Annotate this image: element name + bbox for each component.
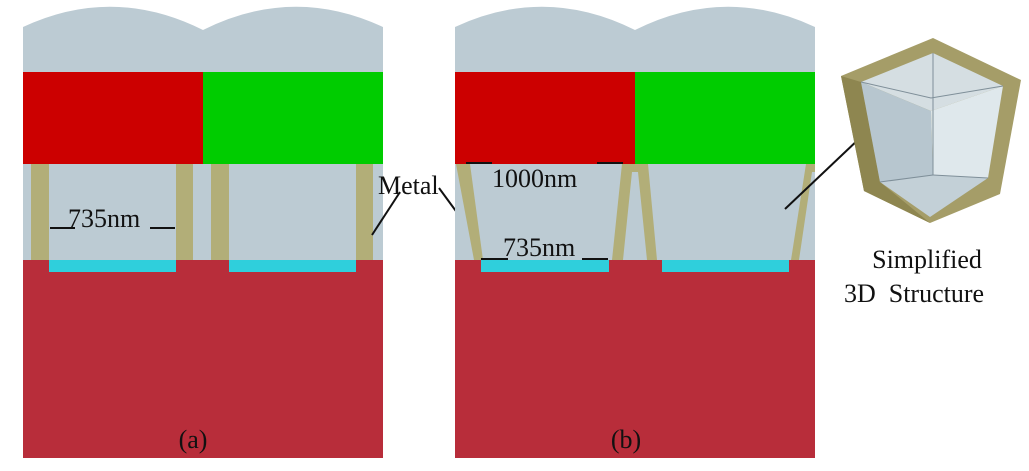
photodiode — [662, 260, 789, 272]
green-color-filter — [203, 72, 383, 164]
metal-grid — [612, 164, 657, 260]
metal-grid — [791, 164, 815, 260]
metal-grid — [211, 164, 229, 260]
inner-right-wall — [931, 86, 1003, 178]
metal-label: Metal — [378, 171, 439, 200]
photodiode — [49, 260, 176, 272]
metal-shell-left — [841, 76, 930, 223]
width-label-a: 735nm — [68, 204, 140, 233]
panel-a: 735nm (a) — [23, 6, 383, 458]
microlens-layer — [455, 6, 815, 73]
red-color-filter — [23, 72, 203, 164]
inset-label-line2: 3D Structure — [844, 279, 984, 308]
dielectric-layer — [455, 164, 815, 260]
width-label-top-b: 1000nm — [492, 164, 577, 193]
substrate — [23, 260, 383, 458]
inner-left-wall — [861, 82, 933, 182]
metal-grid — [176, 164, 193, 260]
inset-label-line1: Simplified — [872, 245, 982, 274]
substrate — [455, 260, 815, 458]
inner-top — [861, 53, 1003, 111]
inset-3d-structure: Simplified 3D Structure — [841, 38, 1021, 308]
caption-a: (a) — [179, 425, 208, 454]
metal-grid — [356, 164, 373, 260]
metal-grid — [31, 164, 49, 260]
metal-grid — [456, 164, 483, 260]
red-color-filter — [455, 72, 635, 164]
photodiode — [481, 260, 609, 272]
green-color-filter — [635, 72, 815, 164]
microlens-layer — [23, 6, 383, 73]
dielectric-layer — [23, 164, 383, 260]
inner-bottom — [880, 175, 988, 217]
photodiode — [229, 260, 356, 272]
panel-b: 1000nm 735nm (b) — [455, 6, 815, 458]
width-label-bottom-b: 735nm — [503, 233, 575, 262]
caption-b: (b) — [611, 425, 641, 454]
